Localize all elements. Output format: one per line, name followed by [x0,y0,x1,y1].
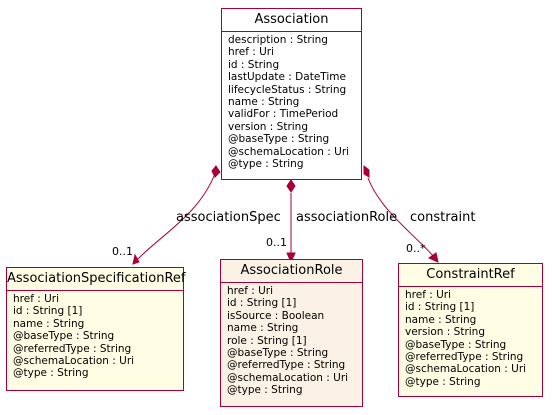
class-association-role: AssociationRole href : Uri id : String [… [220,259,363,407]
attribute: href : Uri [13,293,60,305]
arrowhead-icon [286,252,296,264]
arrowhead-icon [132,253,140,265]
attribute: isSource : Boolean [227,309,325,322]
multiplicity-constraint: 0..* [406,242,426,255]
edge-association-spec-line [134,170,217,263]
attribute: @type : String [405,375,481,388]
attribute: lastUpdate : DateTime [228,71,346,84]
attribute: @baseType : String [227,346,329,359]
class-association-specification-ref: AssociationSpecificationRef href : Uri i… [6,267,186,391]
attribute: id : String [1] [13,305,83,318]
edge-label-association-role: associationRole [296,210,398,225]
edge-label-association-spec: associationSpec [176,210,281,225]
attribute: @type : String [228,157,304,170]
composition-diamond-icon [363,164,370,178]
attribute: id : String [228,58,280,71]
attribute: @schemaLocation : Uri [13,354,135,367]
attribute: @referredType : String [405,350,524,363]
attribute: name : String [13,317,85,330]
attribute: @schemaLocation : Uri [405,363,527,376]
attribute: href : Uri [405,289,452,301]
class-title: Association [222,9,361,32]
attribute: id : String [1] [405,301,475,314]
arrowhead-icon [427,252,439,263]
attribute: role : String [1] [227,334,307,347]
class-title: AssociationSpecificationRef [7,268,186,291]
attribute: href : Uri [227,285,274,297]
attribute: version : String [405,326,486,339]
class-constraint-ref: ConstraintRef href : Uri id : String [1]… [398,263,543,397]
edge-label-constraint: constraint [410,210,476,225]
attribute: lifecycleStatus : String [228,83,347,96]
class-title: AssociationRole [221,260,362,283]
attribute: @referredType : String [13,342,132,355]
class-attributes: description : String href : Uri id : Str… [222,32,361,170]
class-attributes: href : Uri id : String [1] name : String… [7,291,183,380]
attribute: @schemaLocation : Uri [227,371,349,384]
attribute: href : Uri [228,46,275,59]
composition-diamond-icon [286,179,296,193]
attribute: name : String [227,322,299,335]
attribute: @baseType : String [228,133,330,146]
composition-diamond-icon [211,165,221,178]
class-title: ConstraintRef [399,264,542,287]
attribute: description : String [228,34,328,46]
attribute: @type : String [227,384,303,397]
multiplicity-association-spec: 0..1 [112,245,133,258]
attribute: validFor : TimePeriod [228,108,339,121]
attribute: @type : String [13,367,89,380]
class-attributes: href : Uri id : String [1] isSource : Bo… [221,283,362,397]
attribute: name : String [228,95,300,108]
attribute: @schemaLocation : Uri [228,145,350,158]
multiplicity-association-role: 0..1 [266,236,287,249]
class-attributes: href : Uri id : String [1] name : String… [399,287,542,388]
attribute: name : String [405,313,477,326]
edge-constraint-line [367,177,436,259]
attribute: id : String [1] [227,297,297,310]
attribute: @referredType : String [227,359,346,372]
attribute: version : String [228,120,309,133]
class-association: Association description : String href : … [221,8,362,180]
attribute: @baseType : String [13,330,115,343]
attribute: @baseType : String [405,338,507,351]
